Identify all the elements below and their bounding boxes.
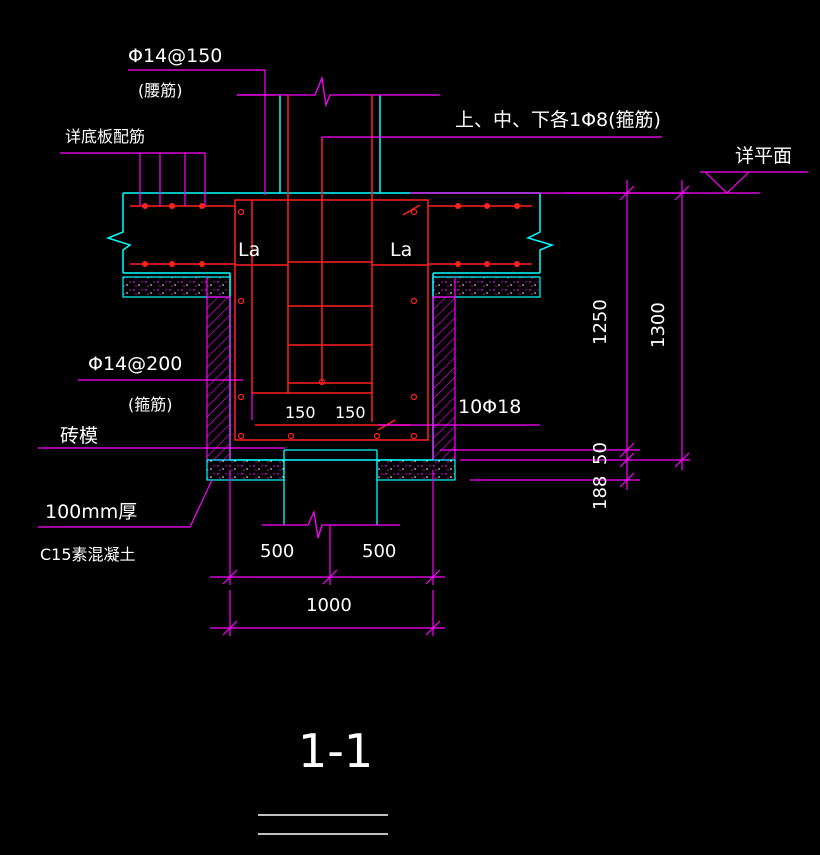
floor-slab-ref-label: 详底板配筋 (65, 127, 145, 146)
leader-lines (38, 69, 808, 528)
brick-mold (206, 277, 456, 461)
dim-1000: 1000 (306, 595, 352, 616)
waist-rebar-label: Φ14@150 (128, 45, 222, 67)
bottom-cushion (206, 449, 456, 539)
dim-500-right: 500 (362, 541, 396, 562)
title-underline (258, 814, 388, 835)
la-left-label: La (238, 239, 260, 261)
floor-slab (105, 95, 555, 274)
section-title: 1-1 (298, 724, 373, 778)
dim-500-left: 500 (260, 541, 294, 562)
dim-150-right: 150 (335, 403, 366, 422)
pit-beam-outline (229, 273, 434, 461)
rebar-dots (142, 203, 520, 267)
stirrup-rebar-label: Φ14@200 (88, 353, 182, 375)
stirrup-note-label: 上、中、下各1Φ8(箍筋) (455, 109, 661, 131)
dimension-lines (210, 180, 690, 636)
dim-50: 50 (590, 442, 611, 465)
rebar-hollow-dots (237, 208, 418, 440)
la-right-label: La (390, 239, 412, 261)
rebar-cage (130, 95, 532, 441)
cushion-material-label: C15素混凝土 (40, 545, 136, 564)
dim-1300: 1300 (648, 302, 669, 348)
cushion-thickness-label: 100mm厚 (45, 501, 137, 523)
slab-cushion (122, 276, 541, 298)
dim-188: 188 (590, 476, 611, 510)
plan-ref-label: 详平面 (735, 145, 792, 167)
stirrup-rebar-note: (箍筋) (128, 395, 173, 414)
column-top-break (237, 75, 440, 108)
dim-150-left: 150 (285, 403, 316, 422)
bottom-bars-label: 10Φ18 (458, 396, 521, 418)
brick-mold-label: 砖模 (60, 425, 98, 447)
dim-1250: 1250 (590, 299, 611, 345)
waist-rebar-note: (腰筋) (138, 81, 183, 100)
